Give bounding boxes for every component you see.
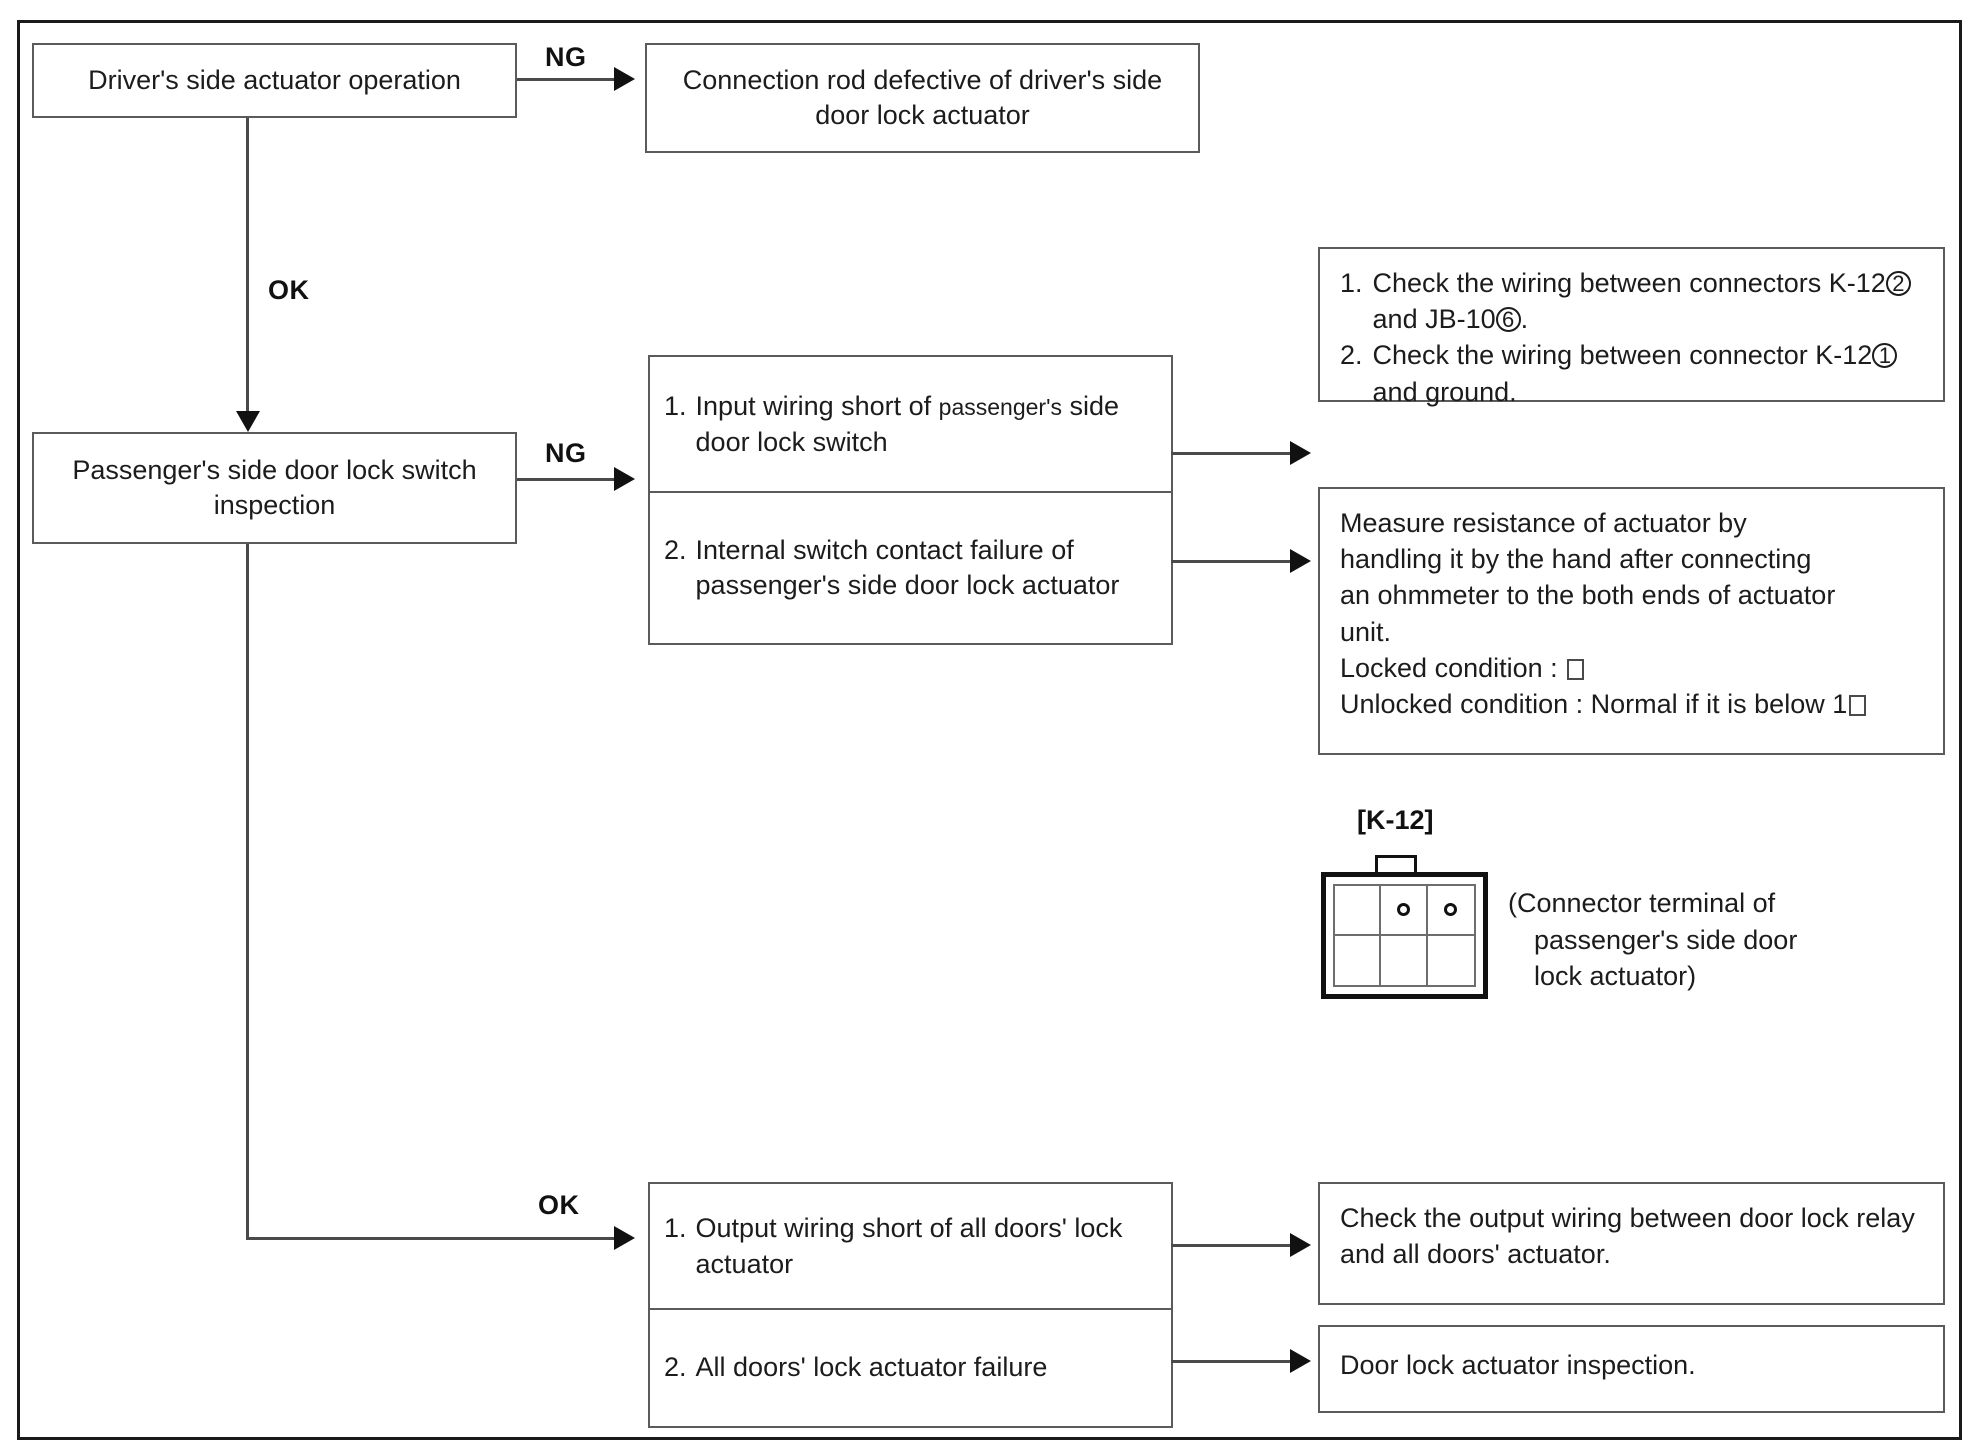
edge-cause1-to-wiring-line — [1171, 452, 1306, 455]
circled-number-6: 6 — [1495, 307, 1521, 333]
page-border-frame — [17, 20, 1962, 1440]
connector-pin-3 — [1427, 886, 1474, 936]
edge-driver-ok-arrow — [236, 411, 260, 432]
edge-passenger-ok-vertical — [246, 544, 249, 1240]
resistance-unlocked-label: Unlocked condition : Normal if it is bel… — [1340, 688, 1848, 719]
cause-item-1-text-part-a: Input wiring short of — [695, 391, 939, 422]
edge-driver-ng-line — [517, 78, 627, 81]
cause-item-2-number: 2. — [664, 534, 687, 565]
cause-item-1-number: 1. — [664, 391, 687, 422]
connector-pin-4 — [1335, 935, 1382, 985]
edge-label-passenger-ng: NG — [545, 438, 587, 468]
node-passenger-fault-causes[interactable]: 1. Input wiring short of passenger's sid… — [648, 355, 1173, 645]
node-passenger-switch-inspection[interactable]: Passenger's side door lock switch inspec… — [32, 432, 517, 544]
panel-actuator-inspection[interactable]: Door lock actuator inspection. — [1318, 1325, 1945, 1413]
panel-output-wiring-check[interactable]: Check the output wiring between door loc… — [1318, 1182, 1945, 1305]
circled-number-1: 1 — [1872, 343, 1898, 369]
output-item-2-number: 2. — [664, 1352, 687, 1383]
resistance-line-4: unit. — [1340, 616, 1392, 647]
cause-item-2[interactable]: 2. Internal switch contact failure of pa… — [650, 493, 1171, 643]
wiring-check-item-2-number: 2. — [1340, 340, 1363, 371]
wiring-check-item-1-post: . — [1520, 304, 1529, 335]
panel-actuator-inspection-text: Door lock actuator inspection. — [1340, 1350, 1696, 1380]
edge-output2-to-panel-arrow — [1290, 1349, 1311, 1373]
edge-cause2-to-resistance-arrow — [1290, 549, 1311, 573]
panel-output-wiring-check-text: Check the output wiring between door loc… — [1340, 1203, 1915, 1270]
edge-passenger-ok-horizontal — [246, 1237, 627, 1240]
edge-cause2-to-resistance-line — [1171, 560, 1306, 563]
cause-item-1-text: Input wiring short of passenger's side d… — [696, 389, 1165, 459]
edge-label-passenger-ok: OK — [538, 1190, 580, 1220]
connector-pin-grid — [1333, 884, 1476, 987]
connector-caption-line-1: (Connector terminal of — [1508, 888, 1776, 918]
edge-passenger-ng-line — [517, 478, 627, 481]
ohm-symbol-placeholder-icon-2 — [1849, 694, 1867, 716]
output-item-2-text: All doors' lock actuator failure — [695, 1352, 1048, 1383]
node-output-fault-causes[interactable]: 1. Output wiring short of all doors' loc… — [648, 1182, 1173, 1428]
edge-driver-ng-arrow — [614, 67, 635, 91]
connector-title-k12: [K-12] — [1357, 805, 1434, 835]
cause-item-1-text-part-b: side door lock switch — [695, 391, 1120, 457]
wiring-check-item-2-pre: Check the wiring between connector K-12 — [1372, 340, 1873, 371]
wiring-check-item-2-mid: and ground. — [1372, 376, 1517, 407]
connector-pin-5 — [1381, 935, 1428, 985]
edge-cause1-to-wiring-arrow — [1290, 441, 1311, 465]
edge-label-driver-ok: OK — [268, 275, 310, 305]
edge-output1-to-panel-line — [1171, 1244, 1306, 1247]
wiring-check-item-1: 1. Check the wiring between connectors K… — [1340, 265, 1925, 337]
panel-resistance-measurement[interactable]: Measure resistance of actuator by handli… — [1318, 487, 1945, 755]
edge-label-driver-ng: NG — [545, 42, 587, 72]
connector-pin-6 — [1428, 936, 1474, 986]
cause-item-2-text: Internal switch contact failure of passe… — [695, 534, 1120, 600]
wiring-check-item-1-pre: Check the wiring between connectors K-12 — [1372, 268, 1886, 298]
wiring-check-item-1-number: 1. — [1340, 268, 1363, 298]
output-item-1[interactable]: 1. Output wiring short of all doors' loc… — [650, 1184, 1171, 1309]
connector-caption-line-3: lock actuator) — [1534, 961, 1697, 992]
node-connection-rod-defective[interactable]: Connection rod defective of driver's sid… — [645, 43, 1200, 153]
edge-output2-to-panel-line — [1171, 1360, 1306, 1363]
panel-wiring-check[interactable]: 1. Check the wiring between connectors K… — [1318, 247, 1945, 407]
edge-passenger-ok-arrow — [614, 1226, 635, 1250]
pin-marker-icon-2 — [1396, 903, 1410, 917]
resistance-unlocked-condition: Unlocked condition : Normal if it is bel… — [1340, 686, 1925, 722]
connector-caption: (Connector terminal of passenger's side … — [1508, 885, 1928, 995]
wiring-check-item-2: 2. Check the wiring between connector K-… — [1340, 337, 1925, 409]
resistance-line-2: handling it by the hand after connecting — [1340, 544, 1812, 575]
output-item-1-text: Output wiring short of all doors' lock a… — [695, 1213, 1123, 1279]
resistance-line-1: Measure resistance of actuator by — [1340, 508, 1747, 538]
pin-marker-icon-3 — [1444, 903, 1458, 917]
resistance-locked-condition: Locked condition : — [1340, 650, 1925, 686]
node-passenger-switch-inspection-label: Passenger's side door lock switch inspec… — [72, 454, 477, 520]
node-driver-side-actuator-operation-label: Driver's side actuator operation — [88, 64, 461, 95]
cause-item-1[interactable]: 1. Input wiring short of passenger's sid… — [650, 357, 1171, 492]
connector-tab-icon — [1375, 855, 1417, 873]
edge-driver-ok-line — [246, 118, 249, 418]
panel-resistance-measurement-body: Measure resistance of actuator by handli… — [1320, 489, 1943, 736]
connector-housing-icon — [1321, 872, 1488, 999]
edge-passenger-ng-arrow — [614, 467, 635, 491]
node-driver-side-actuator-operation[interactable]: Driver's side actuator operation — [32, 43, 517, 118]
output-box-divider — [650, 1308, 1171, 1310]
circled-number-2: 2 — [1885, 271, 1911, 296]
connector-pin-2 — [1381, 886, 1428, 936]
cause-item-1-text-small: passenger's — [938, 394, 1062, 421]
cause-box-divider — [650, 491, 1171, 493]
edge-output1-to-panel-arrow — [1290, 1233, 1311, 1257]
resistance-line-3: an ohmmeter to the both ends of actuator — [1340, 580, 1836, 611]
output-item-1-number: 1. — [664, 1213, 687, 1244]
panel-wiring-check-body: 1. Check the wiring between connectors K… — [1320, 249, 1943, 424]
wiring-check-item-1-text: Check the wiring between connectors K-12… — [1373, 265, 1925, 337]
wiring-check-item-1-mid: and JB-10 — [1372, 304, 1496, 335]
resistance-locked-label: Locked condition : — [1340, 652, 1566, 683]
output-item-2[interactable]: 2. All doors' lock actuator failure — [650, 1310, 1171, 1426]
ohm-symbol-placeholder-icon — [1567, 658, 1585, 680]
connector-caption-line-2: passenger's side door — [1534, 924, 1798, 955]
connector-pin-1 — [1335, 886, 1382, 936]
node-connection-rod-defective-label: Connection rod defective of driver's sid… — [682, 64, 1163, 130]
